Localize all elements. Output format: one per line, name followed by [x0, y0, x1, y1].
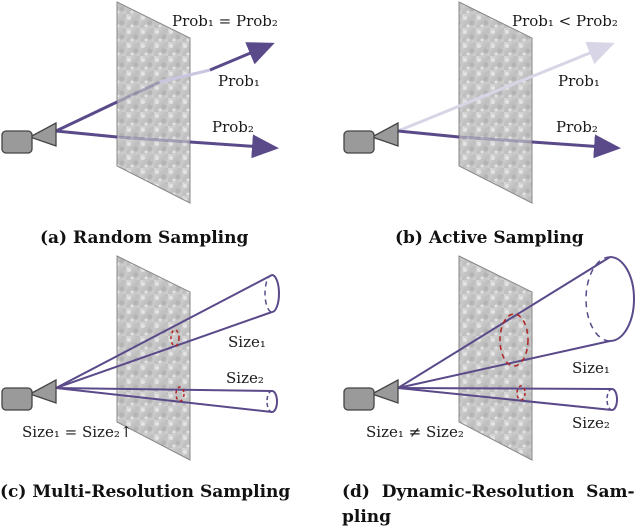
ray-prob1-far [209, 42, 275, 72]
image-plane [116, 1, 191, 204]
ray-prob1-faded [159, 68, 211, 84]
ray-prob2 [55, 129, 118, 139]
cone1-top [55, 274, 273, 389]
caption-a: (a) Random Sampling [40, 228, 248, 248]
label-top: Prob₁ = Prob₂ [172, 12, 278, 30]
cone1-far-solid [271, 274, 280, 313]
image-plane [458, 255, 533, 461]
label-size-relation: Size₁ ≠ Size₂ [366, 423, 464, 441]
label-prob1: Prob₁ [218, 72, 260, 90]
ray-prob1-behind [116, 80, 161, 104]
cone1-far-dashed [264, 274, 273, 313]
label-top: Prob₁ < Prob₂ [512, 12, 618, 30]
camera-icon [343, 121, 399, 154]
panel-d: Size₁ Size₂ Size₁ ≠ Size₂ (d) Dynamic-Re… [342, 255, 635, 527]
camera-icon [343, 378, 399, 411]
panel-a: Prob₁ = Prob₂ Prob₁ Prob₂ (a) Random Sam… [1, 1, 279, 248]
ray-prob2-far [531, 134, 621, 159]
cone2-top [55, 387, 273, 392]
cone2-bottom [55, 387, 273, 413]
cone2-far-dashed [606, 388, 613, 411]
panel-b: Prob₁ < Prob₂ Prob₁ Prob₂ (b) Active Sam… [343, 1, 621, 248]
cone2-far-solid [271, 390, 278, 413]
ray-prob1 [55, 100, 118, 133]
cone1-plane-cut [170, 329, 180, 347]
cone1-plane-cut [499, 313, 529, 367]
caption-c: (c) Multi-Resolution Sampling [0, 482, 290, 502]
cone2-plane-cut [175, 386, 185, 402]
camera-icon [1, 121, 57, 154]
label-size2: Size₂ [572, 414, 610, 432]
label-size1: Size₁ [228, 333, 266, 351]
ray-prob2 [397, 129, 460, 139]
cone1-far-dashed [585, 256, 611, 342]
camera-icon [1, 378, 57, 411]
image-plane [458, 1, 533, 204]
caption-d-line1: (d) Dynamic-Resolution Sam- [342, 482, 635, 502]
panel-c: Size₁ Size₂ Size₁ = Size₂↑ (c) Multi-Res… [0, 255, 290, 502]
label-prob2: Prob₂ [556, 118, 598, 136]
ray-prob2-behind [458, 135, 533, 144]
label-prob2: Prob₂ [212, 118, 254, 136]
cone2-plane-cut [516, 385, 526, 401]
label-size2: Size₂ [226, 369, 264, 387]
ray-prob2-behind [116, 135, 191, 144]
cone2-bottom [397, 387, 613, 411]
cone1-far-solid [609, 256, 635, 342]
caption-d-line2: pling [342, 507, 391, 527]
cone1-bottom [55, 311, 273, 389]
label-size1: Size₁ [572, 359, 610, 377]
cone2-far-solid [611, 388, 618, 411]
cone2-top [397, 387, 613, 390]
label-prob1: Prob₁ [558, 72, 600, 90]
ray-prob2-far [189, 134, 279, 159]
cone1-bottom [397, 340, 611, 389]
caption-b: (b) Active Sampling [395, 228, 584, 248]
label-size-relation: Size₁ = Size₂↑ [22, 423, 132, 441]
ray-prob1-faded [397, 41, 615, 133]
cone2-far-dashed [266, 390, 273, 413]
